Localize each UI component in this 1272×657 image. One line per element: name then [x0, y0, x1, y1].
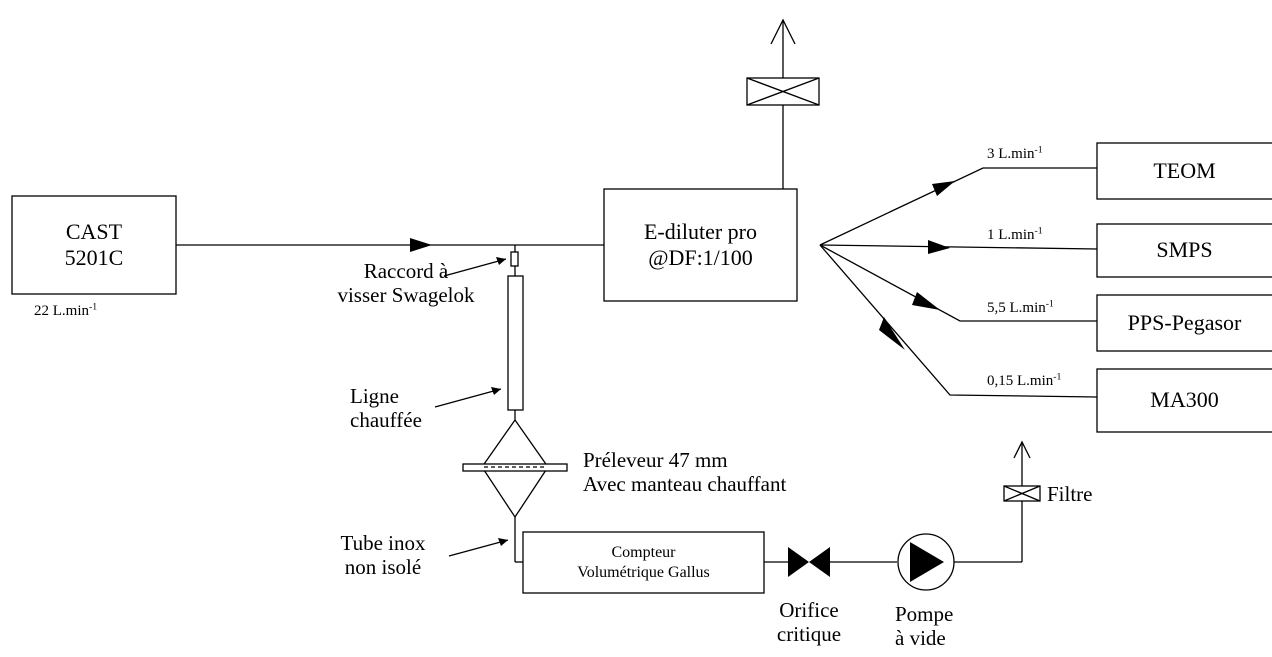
branch-teom: [819, 167, 1097, 246]
ma300-flow: 0,15 L.min-1: [987, 371, 1062, 389]
tube-pointer: [448, 539, 509, 557]
pump-arrow-icon: [910, 542, 944, 582]
teom-box: [1096, 142, 1272, 200]
cast-label: CAST 5201C: [12, 196, 176, 294]
raccord-pointer: [443, 258, 507, 277]
smps-label: SMPS: [1156, 237, 1213, 263]
ligne-pointer: [434, 388, 502, 408]
preleveur-label: Préleveur 47 mm Avec manteau chauffant: [583, 448, 787, 497]
smps-arrow-icon: [928, 240, 950, 254]
pps-arrow-icon: [912, 292, 940, 310]
ma300-box: [1096, 368, 1272, 433]
cast-line2: 5201C: [64, 245, 124, 270]
branch-ma300: [819, 244, 1098, 398]
orifice-label: Orifice critique: [776, 598, 842, 647]
filter-arrow-icon: [1013, 440, 1031, 459]
teom-arrow-icon: [932, 181, 955, 196]
ligne-label: Ligne chauffée: [350, 384, 422, 433]
raccord-label: Raccord à visser Swagelok: [337, 259, 475, 308]
teom-flow: 3 L.min-1: [987, 144, 1043, 162]
pps-flow: 5,5 L.min-1: [987, 298, 1054, 316]
cast-flow: 22 L.min-1: [34, 301, 98, 319]
exhaust-arrow-icon: [770, 18, 796, 45]
diluter-line2: @DF:1/100: [648, 245, 753, 270]
pps-box: [1096, 294, 1272, 352]
main-arrow-icon: [410, 238, 432, 252]
diluter-box: [603, 188, 798, 302]
cast-line1: CAST: [65, 218, 123, 244]
branch-smps: [819, 244, 1098, 250]
smps-box: [1096, 223, 1272, 278]
compteur-label: Compteur Volumétrique Gallus: [577, 544, 710, 581]
ma300-arrow-icon: [879, 317, 905, 350]
swagelok-connector: [510, 251, 519, 267]
orifice-valve-icon: [788, 547, 809, 577]
smps-flow: 1 L.min-1: [987, 225, 1043, 243]
diluter-label: E-diluter pro @DF:1/100: [604, 189, 797, 301]
filtre-label: Filtre: [1047, 482, 1093, 506]
tube-label: Tube inox non isolé: [340, 531, 426, 580]
branch-pps: [819, 244, 1097, 322]
diluter-line1: E-diluter pro: [643, 218, 758, 244]
pps-label: PPS-Pegasor: [1127, 309, 1242, 335]
pompe-label: Pompe à vide: [895, 602, 954, 651]
teom-label: TEOM: [1153, 157, 1216, 183]
ma300-label: MA300: [1150, 387, 1219, 413]
